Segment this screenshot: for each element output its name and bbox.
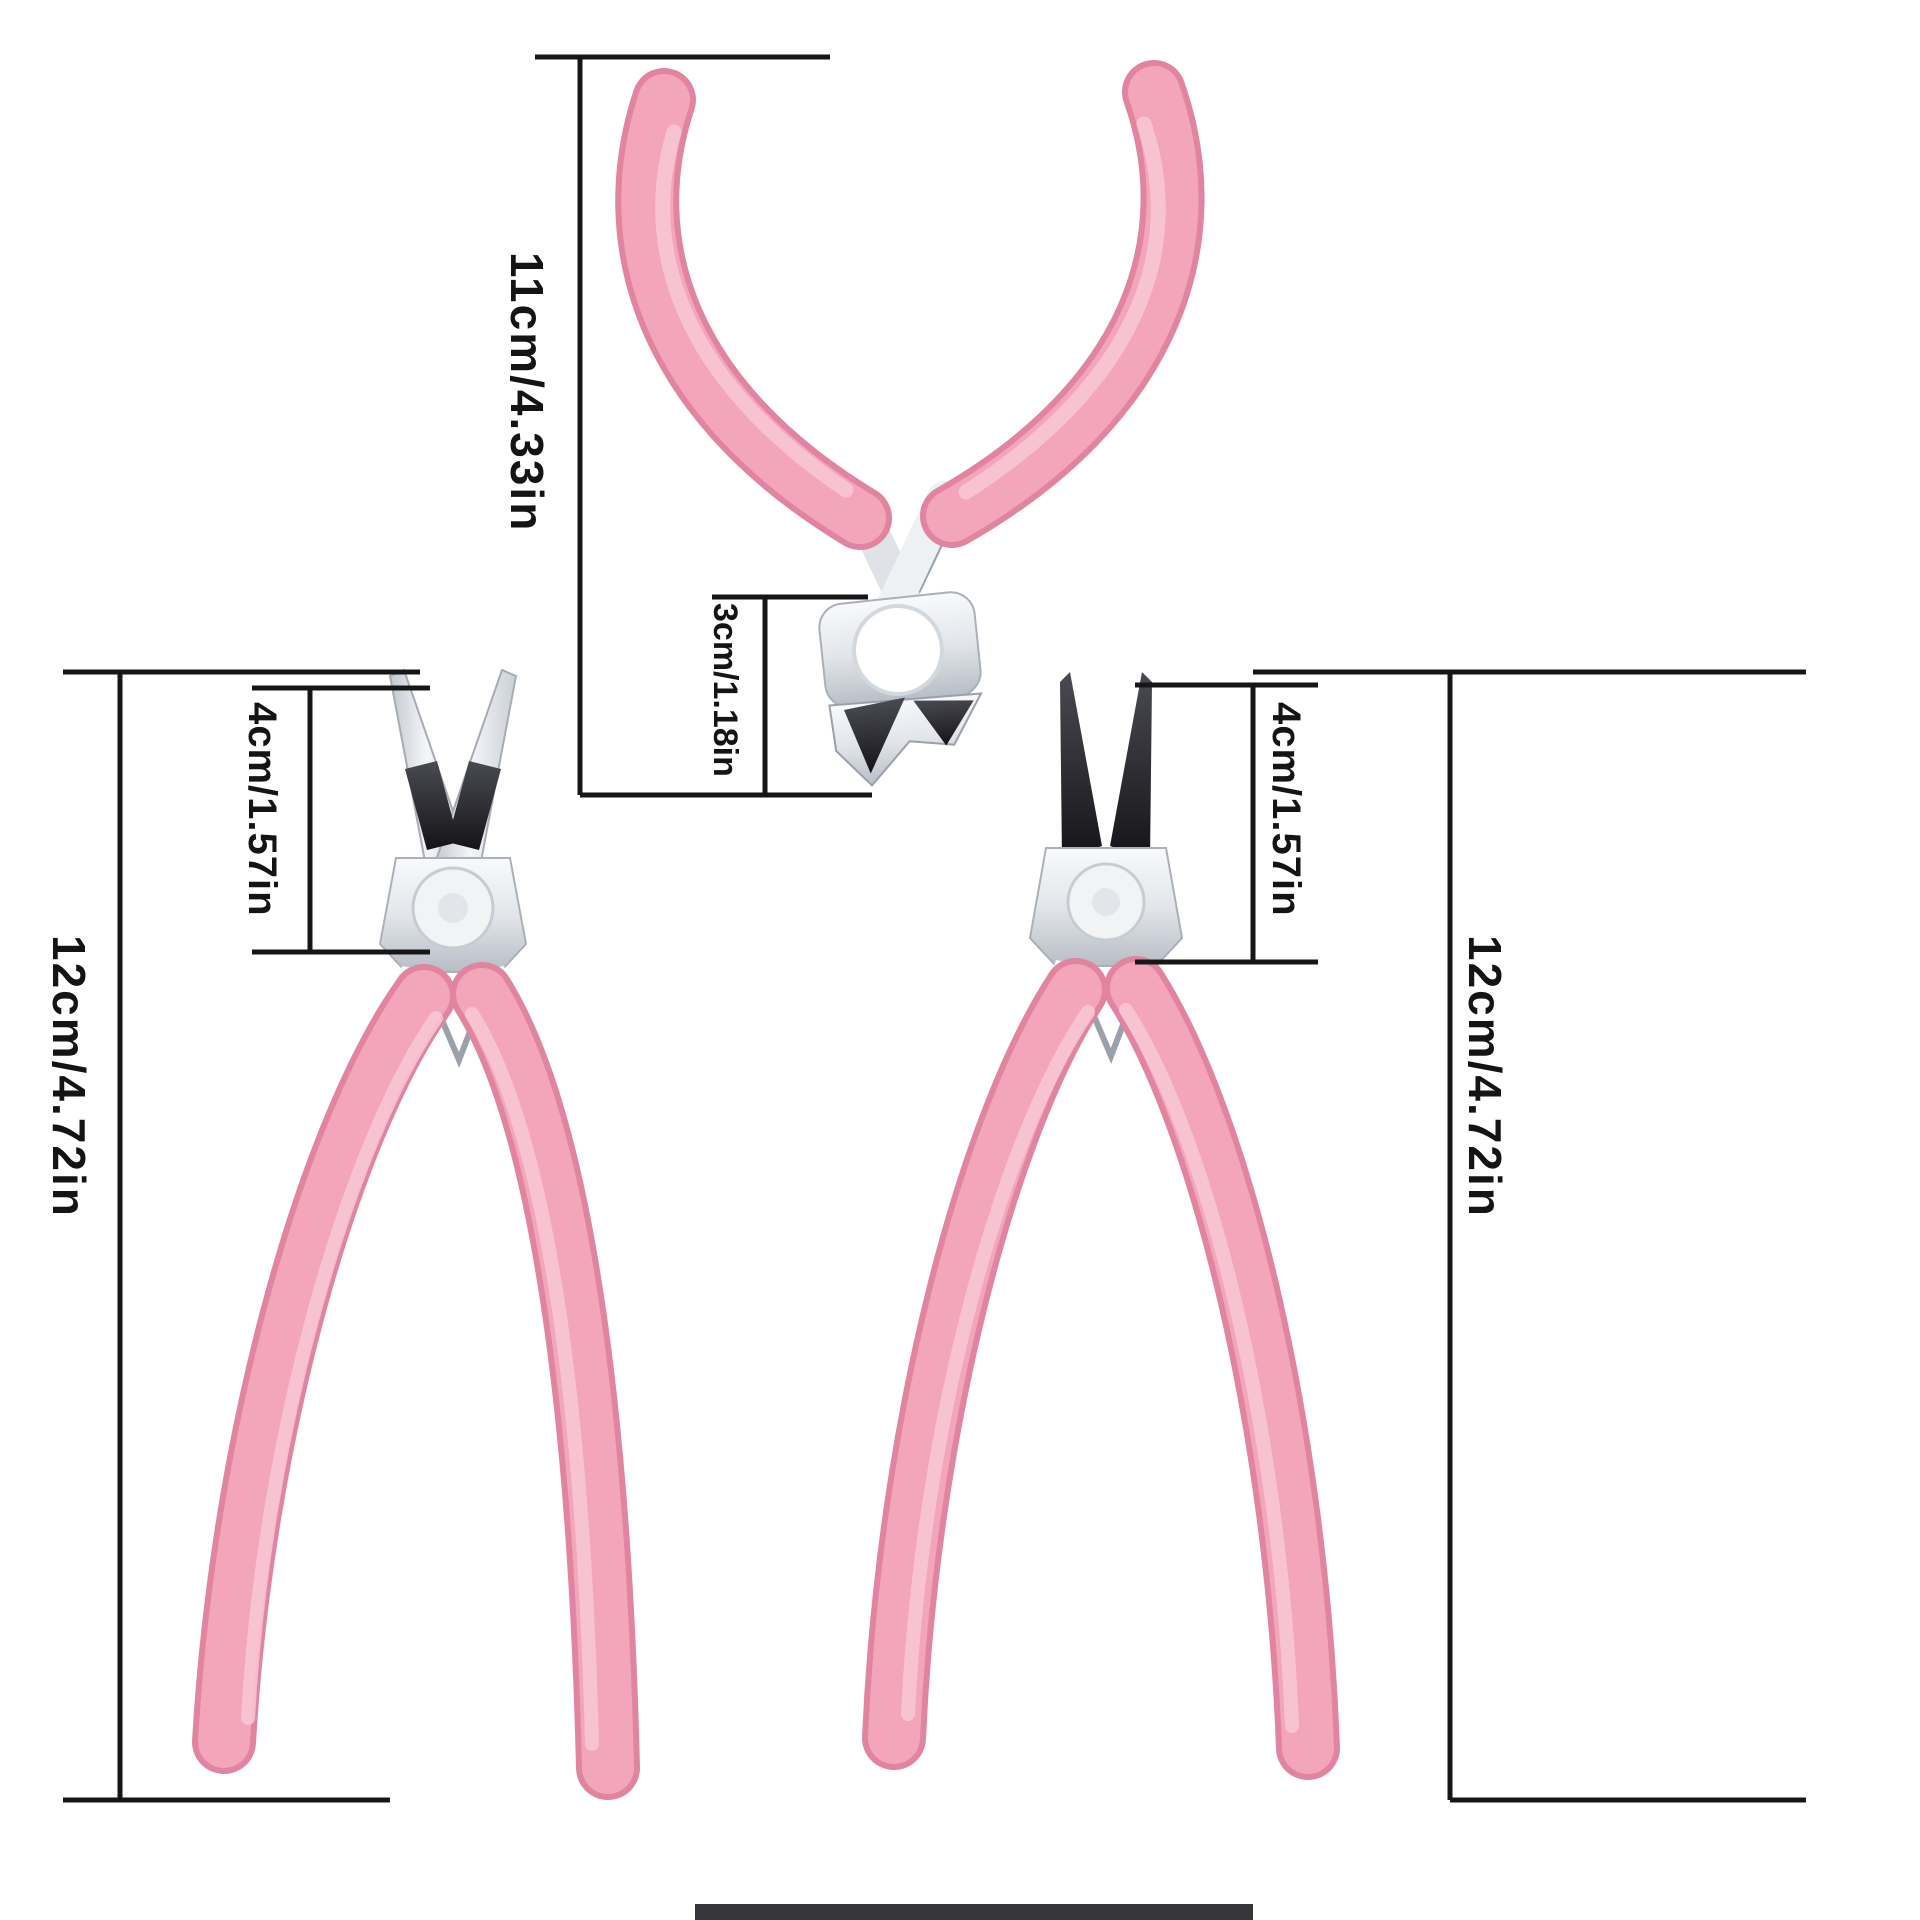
- dim-top-head: [712, 594, 868, 795]
- dim-label-left-total: 12cm/4.72in: [43, 935, 95, 1218]
- right-handle: [926, 66, 1199, 542]
- cropped-bottom-strip: [695, 1904, 1253, 1920]
- dim-label-right-total: 12cm/4.72in: [1459, 935, 1511, 1218]
- left-handle: [621, 74, 886, 544]
- dim-left-jaw: [252, 685, 430, 955]
- left-handle-highlight: [655, 124, 854, 498]
- dim-label-top-total: 11cm/4.33in: [501, 252, 553, 533]
- left-handle-highlight: [901, 1005, 1095, 1721]
- cutter-head: [818, 591, 983, 787]
- needle-nose-pliers: [192, 668, 640, 1800]
- cutting-blade-left: [843, 697, 906, 774]
- cutting-blade-right: [913, 700, 974, 746]
- right-handle-highlight: [958, 116, 1166, 500]
- dim-right-jaw: [1135, 682, 1318, 965]
- cone-jaw-left: [1060, 672, 1102, 860]
- dim-left-total: [63, 669, 420, 1803]
- dimension-lines: [63, 54, 1806, 1803]
- left-handle: [198, 970, 450, 1768]
- right-handle-highlight: [1119, 1003, 1299, 1733]
- right-handle: [1110, 962, 1334, 1774]
- left-handle: [868, 964, 1102, 1764]
- right-handle-highlight: [465, 1007, 599, 1751]
- dim-top-total: [535, 54, 872, 798]
- dim-label-left-jaw: 4cm/1.57in: [240, 702, 284, 917]
- right-handle: [456, 968, 634, 1794]
- pivot-rivet: [1092, 888, 1120, 916]
- grip-pad-left: [405, 761, 459, 850]
- left-handle-highlight: [241, 1011, 443, 1725]
- pivot-circle: [852, 604, 944, 696]
- round-nose-pliers: [862, 672, 1340, 1780]
- side-cutter-pliers: [615, 60, 1205, 787]
- dim-label-right-jaw: 4cm/1.57in: [1264, 702, 1308, 917]
- dim-right-total: [1253, 669, 1806, 1803]
- cone-jaw-right: [1110, 672, 1152, 860]
- grip-pad-right: [447, 761, 501, 850]
- pivot-rivet: [438, 893, 468, 923]
- dim-label-top-head: 3cm/1.18in: [706, 603, 744, 777]
